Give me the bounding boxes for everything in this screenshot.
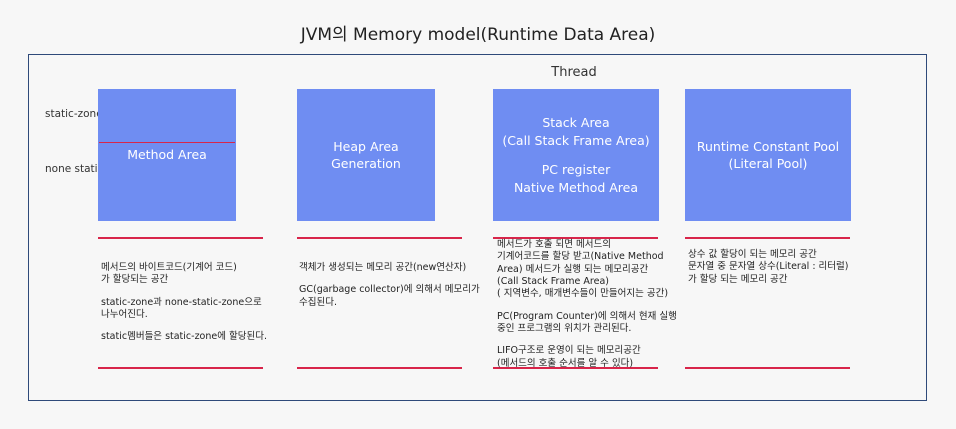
- runtime-constant-pool-title: Runtime Constant Pool: [696, 138, 840, 154]
- heap-area-description: 객체가 생성되는 메모리 공간(new연산자) GC(garbage colle…: [299, 262, 484, 319]
- method-area-top-line: [98, 237, 263, 239]
- stack-area-title: Stack Area: [542, 115, 610, 130]
- desc-text: 메서드가 호출 되면 메서드의 기계어코드를 할당 받고(Native Meth…: [497, 239, 669, 300]
- heap-area-title: Heap Area: [333, 138, 399, 154]
- static-zone-label: static-zone: [45, 108, 103, 120]
- stack-area-description: 메서드가 호출 되면 메서드의 기계어코드를 할당 받고(Native Meth…: [497, 239, 682, 380]
- native-method-area-title: Native Method Area: [513, 179, 639, 195]
- constant-pool-bottom-line: [685, 367, 850, 369]
- constant-pool-description: 상수 값 할당이 되는 메모리 공간 문자열 중 문자열 상수(Literal …: [688, 249, 873, 296]
- stack-area-box: Stack Area (Call Stack Frame Area) PC re…: [493, 89, 659, 221]
- runtime-constant-pool-box: Runtime Constant Pool (Literal Pool): [685, 89, 851, 221]
- stack-area-top-line: [493, 237, 658, 239]
- stack-area-subtitle: (Call Stack Frame Area): [502, 132, 650, 148]
- desc-text: static-zone과 none-static-zone으로 나누어진다.: [101, 296, 262, 321]
- desc-text: LIFO구조로 운영이 되는 메모리공간 (메서드의 호출 순서를 알 수 있다…: [497, 345, 641, 369]
- desc-text: PC(Program Counter)에 의해서 현재 실행 중인 프로그램의 …: [497, 310, 677, 335]
- heap-area-top-line: [297, 237, 462, 239]
- literal-pool-subtitle: (Literal Pool): [728, 156, 808, 171]
- desc-text: 메서드의 바이트코드(기계어 코드) 가 할당되는 공간: [101, 262, 237, 286]
- heap-area-subtitle: Generation: [331, 156, 401, 171]
- method-area-description: 메서드의 바이트코드(기계어 코드) 가 할당되는 공간 static-zone…: [101, 262, 281, 354]
- desc-text: 상수 값 할당이 되는 메모리 공간 문자열 중 문자열 상수(Literal …: [688, 249, 849, 285]
- heap-area-box: Heap Area Generation: [297, 89, 435, 221]
- method-area-bottom-line: [98, 367, 263, 369]
- method-area-title: Method Area: [127, 147, 207, 163]
- runtime-data-area-frame: [28, 54, 927, 401]
- zone-divider-line: [99, 142, 235, 143]
- constant-pool-top-line: [685, 237, 850, 239]
- thread-label: Thread: [551, 65, 597, 80]
- method-area-box: Method Area: [98, 89, 236, 221]
- pc-register-title: PC register: [541, 162, 611, 177]
- desc-text: static멤버들은 static-zone에 할당된다.: [101, 331, 267, 343]
- desc-text: GC(garbage collector)에 의해서 메모리가 수집된다.: [299, 284, 480, 308]
- stack-area-bottom-line: [493, 367, 658, 369]
- desc-text: 객체가 생성되는 메모리 공간(new연산자): [299, 262, 467, 273]
- diagram-title: JVM의 Memory model(Runtime Data Area): [300, 25, 656, 45]
- heap-area-bottom-line: [297, 367, 462, 369]
